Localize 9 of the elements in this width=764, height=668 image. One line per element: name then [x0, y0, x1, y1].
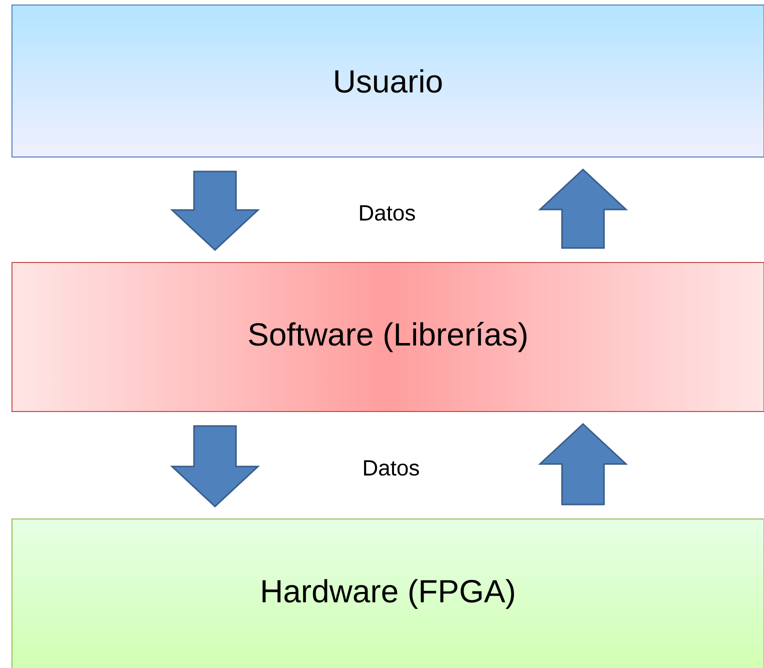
block-arrow — [538, 168, 628, 249]
block-arrow — [170, 425, 260, 508]
block-arrow — [538, 422, 628, 506]
block-arrow — [170, 170, 260, 251]
layer-box: Software (Librerías) — [12, 262, 764, 412]
layer-box: Hardware (FPGA) — [12, 518, 764, 668]
flow-label: Datos — [360, 205, 415, 221]
layer-box: Usuario — [12, 4, 764, 158]
flow-label: Datos — [364, 460, 419, 476]
